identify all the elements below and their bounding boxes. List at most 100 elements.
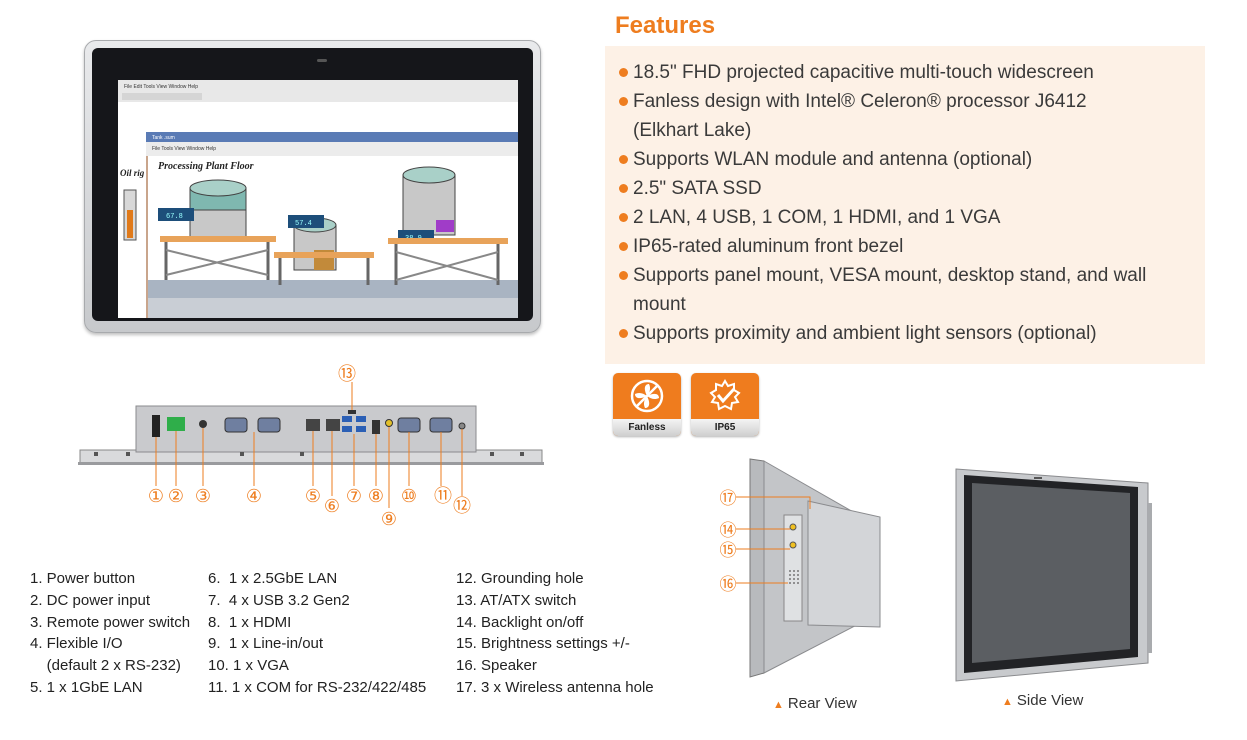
- io-callout: ⑦: [346, 486, 362, 507]
- io-callout: ③: [195, 486, 211, 507]
- camera-dot: [317, 59, 327, 62]
- front-screen: File Edit Tools View Window Help Oil rig…: [118, 80, 518, 318]
- usb-port: [356, 416, 366, 422]
- bullet-dot: [619, 242, 628, 251]
- feature-item: IP65-rated aluminum front bezel: [619, 232, 1195, 261]
- lan-25gbe-port: [326, 419, 340, 431]
- rear-bezel-edge: [749, 458, 765, 678]
- legend-item: 10. 1 x VGA: [208, 657, 289, 675]
- hdmi-port: [372, 420, 380, 434]
- rear-chassis: [807, 500, 881, 628]
- legend-item: 1. Power button: [30, 570, 136, 587]
- ip65-shield-icon: [709, 379, 741, 411]
- feature-item: Supports proximity and ambient light sen…: [619, 319, 1195, 348]
- legend-item: 6. 1 x 2.5GbE LAN: [208, 570, 338, 587]
- legend-item: 11. 1 x COM for RS-232/422/485: [208, 678, 427, 696]
- legend-item: (default 2 x RS-232): [30, 657, 181, 675]
- front-view-monitor: File Edit Tools View Window Help Oil rig…: [84, 40, 541, 333]
- legend-item: 17. 3 x Wireless antenna hole: [456, 678, 654, 696]
- usb-port: [356, 426, 366, 432]
- com-rs232-port: [429, 417, 453, 433]
- io-callout: ⑨: [381, 509, 397, 530]
- rear-view-caption: ▲Rear View: [773, 695, 857, 712]
- legend-item: 13. AT/ATX switch: [456, 591, 577, 609]
- tank-2-readout: 57.4: [295, 220, 312, 228]
- power-button-port: [152, 415, 160, 437]
- tank-1-readout: 67.8: [166, 213, 183, 221]
- feature-item: Fanless design with Intel® Celeron® proc…: [619, 87, 1195, 145]
- legend-item: 9. 1 x Line-in/out: [208, 635, 324, 653]
- lan-1gbe-port: [306, 419, 320, 431]
- front-window-menu: File Tools View Window Help: [152, 146, 216, 152]
- legend-item: 16. Speaker: [456, 657, 537, 675]
- fan-icon: [630, 379, 664, 413]
- io-callout: ⑧: [368, 486, 384, 507]
- side-view-diagram: [955, 468, 1152, 682]
- io-callout: ⑫: [453, 496, 471, 517]
- io-callout: ⑬: [338, 364, 356, 385]
- tank-3: 38.9: [388, 166, 508, 285]
- bullet-dot: [619, 271, 628, 280]
- io-callout: ⑪: [434, 486, 452, 507]
- feature-item: 18.5" FHD projected capacitive multi-tou…: [619, 58, 1195, 87]
- legend-item: 14. Backlight on/off: [456, 613, 584, 631]
- rear-callout: ⑰: [720, 489, 737, 509]
- triangle-icon: ▲: [1002, 696, 1013, 708]
- ip65-badge: IP65: [691, 373, 759, 436]
- com-port-b: [257, 417, 281, 433]
- bullet-dot: [619, 184, 628, 193]
- io-callout: ④: [246, 486, 262, 507]
- io-callout: ⑤: [305, 486, 321, 507]
- side-view-caption: ▲Side View: [1002, 692, 1084, 709]
- feature-item: 2.5" SATA SSD: [619, 174, 1195, 203]
- legend-item: 4. Flexible I/O: [30, 635, 123, 653]
- side-label-text: Oil rig: [120, 168, 145, 178]
- io-callout: ⑥: [324, 496, 340, 517]
- feature-item: Supports panel mount, VESA mount, deskto…: [619, 261, 1195, 319]
- front-bezel-black: File Edit Tools View Window Help Oil rig…: [92, 48, 533, 321]
- bullet-dot: [619, 213, 628, 222]
- tank-1: 67.8: [158, 179, 276, 280]
- triangle-icon: ▲: [773, 699, 784, 711]
- vga-port: [397, 417, 421, 433]
- hmi-screen-image: File Edit Tools View Window Help Oil rig…: [118, 80, 518, 318]
- features-title: Features: [615, 12, 716, 39]
- legend-col-1: 1. Power button 2. DC power input 3. Rem…: [30, 568, 190, 699]
- fanless-badge: Fanless: [613, 373, 681, 436]
- rear-callout: ⑯: [720, 575, 737, 595]
- legend-item: 7. 4 x USB 3.2 Gen2: [208, 591, 350, 609]
- rear-view-diagram: ⑰ ⑭ ⑮ ⑯: [720, 458, 881, 678]
- legend-col-3: 12. Grounding hole 13. AT/ATX switch 14.…: [456, 568, 654, 699]
- io-panel-diagram: ① ② ③ ④ ⑤ ⑥ ⑦ ⑧ ⑨ ⑩ ⑪ ⑫ ⑬: [78, 364, 544, 530]
- rear-callout: ⑮: [720, 541, 737, 561]
- legend-item: 15. Brightness settings +/-: [456, 635, 630, 653]
- front-window-title: Tank .sum: [152, 135, 175, 141]
- line-in-out-port: [385, 419, 393, 427]
- io-callout: ②: [168, 486, 184, 507]
- legend-item: 2. DC power input: [30, 591, 151, 609]
- io-callout: ①: [148, 486, 164, 507]
- dc-input-port: [167, 417, 185, 431]
- legend-item: 8. 1 x HDMI: [208, 613, 292, 631]
- grounding-hole: [458, 422, 466, 430]
- bullet-dot: [619, 68, 628, 77]
- tank-2: 57.4: [274, 215, 374, 285]
- bullet-dot: [619, 155, 628, 164]
- legend-item: 5. 1 x 1GbE LAN: [30, 678, 143, 696]
- back-window-menu: File Edit Tools View Window Help: [124, 84, 198, 90]
- at-atx-switch: [348, 410, 356, 414]
- usb-port: [342, 426, 352, 432]
- features-box: 18.5" FHD projected capacitive multi-tou…: [605, 46, 1205, 364]
- side-screen: [972, 483, 1130, 663]
- feature-item: 2 LAN, 4 USB, 1 COM, 1 HDMI, and 1 VGA: [619, 203, 1195, 232]
- legend-item: 12. Grounding hole: [456, 570, 584, 587]
- rear-callout: ⑭: [720, 521, 737, 541]
- feature-item: Supports WLAN module and antenna (option…: [619, 145, 1195, 174]
- legend-item: 3. Remote power switch: [30, 613, 191, 631]
- fanless-badge-label: Fanless: [613, 419, 681, 436]
- bullet-dot: [619, 97, 628, 106]
- rear-button-strip: [783, 514, 803, 622]
- remote-switch-port: [199, 420, 207, 428]
- usb-port: [342, 416, 352, 422]
- screen-title: Processing Plant Floor: [158, 161, 254, 172]
